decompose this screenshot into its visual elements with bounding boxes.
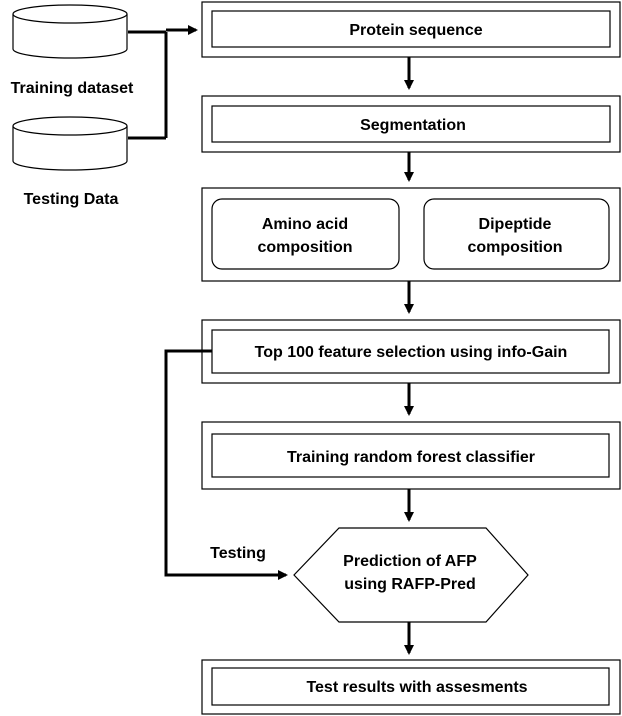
- dipeptide-label-line2: composition: [467, 239, 562, 256]
- testing-data-cylinder: [12, 116, 128, 171]
- segmentation-label: Segmentation: [360, 117, 466, 134]
- protein-sequence-box: [201, 1, 621, 58]
- testing-feedback-line: [164, 349, 288, 580]
- composition-box: [201, 187, 621, 282]
- prediction-label-line2: using RAFP-Pred: [344, 576, 476, 593]
- feature-selection-label: Top 100 feature selection using info-Gai…: [255, 344, 568, 361]
- protein-sequence-label: Protein sequence: [349, 22, 482, 39]
- training-classifier-box: [201, 421, 621, 490]
- test-results-box: [201, 659, 621, 715]
- training-dataset-cylinder: [12, 4, 128, 59]
- training-classifier-label: Training random forest classifier: [287, 449, 535, 466]
- dipeptide-label-line1: Dipeptide: [479, 216, 552, 233]
- amino-acid-label-line1: Amino acid: [262, 216, 348, 233]
- training-dataset-label: Training dataset: [11, 80, 134, 97]
- segmentation-box: [201, 95, 621, 153]
- amino-acid-label-line2: composition: [257, 239, 352, 256]
- feature-selection-box: [201, 319, 621, 384]
- testing-data-label: Testing Data: [24, 191, 119, 208]
- prediction-hexagon: [293, 527, 529, 623]
- test-results-label: Test results with assesments: [306, 679, 527, 696]
- prediction-label-line1: Prediction of AFP: [343, 553, 477, 570]
- testing-edge-label: Testing: [210, 545, 266, 562]
- dataset-connectors: [128, 30, 168, 140]
